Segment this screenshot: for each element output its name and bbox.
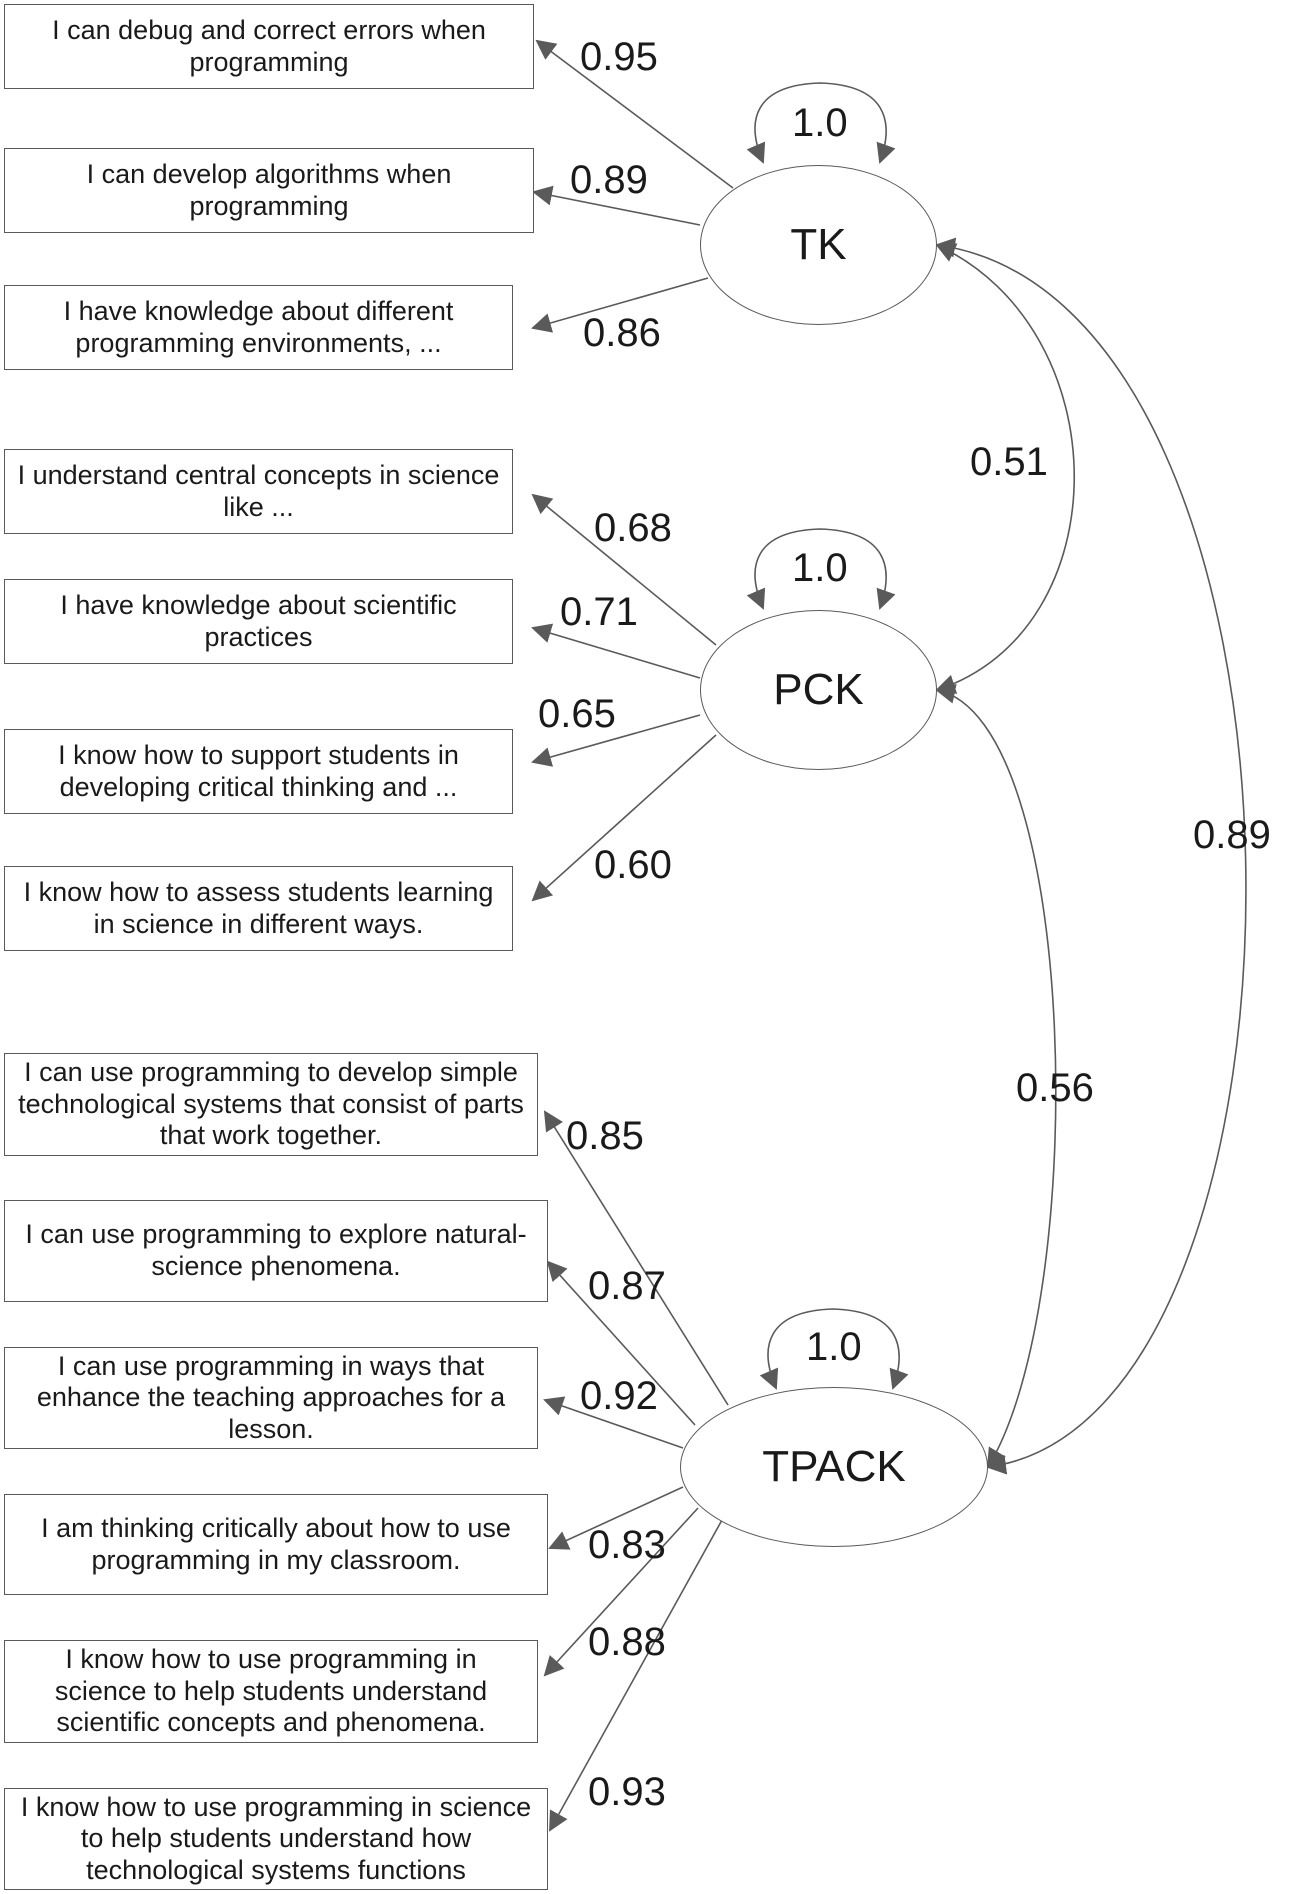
item-box-tpack-2: I can use programming to explore natural… [4, 1200, 548, 1302]
variance-label-tk: 1.0 [792, 101, 848, 145]
arrow-tpack-item-3 [543, 1396, 684, 1449]
loading-label-tpack-4: 0.83 [588, 1523, 666, 1567]
arrow-tpack-item-2 [546, 1260, 696, 1426]
correlation-label-tk-tpack: 0.89 [1193, 813, 1271, 857]
item-text: I can develop algorithms when programmin… [86, 158, 452, 221]
factor-label: TK [790, 220, 847, 269]
loading-label-pck-2: 0.71 [560, 590, 638, 634]
item-text: I am thinking critically about how to us… [41, 1512, 511, 1575]
factor-tpack: TPACK [680, 1387, 988, 1547]
correlation-label-pck-tpack: 0.56 [1016, 1066, 1094, 1110]
variance-loop-tpack [759, 1308, 909, 1390]
item-text: I have knowledge about different program… [63, 295, 454, 358]
correlation-label-tk-pck: 0.51 [970, 440, 1048, 484]
variance-label-tpack: 1.0 [806, 1325, 862, 1369]
factor-label: PCK [773, 665, 864, 714]
arrow-tk-item-1 [535, 39, 734, 189]
item-text: I know how to assess students learning i… [23, 876, 494, 939]
factor-tk: TK [700, 165, 937, 325]
item-text: I can use programming to explore natural… [25, 1219, 527, 1281]
item-text: I have knowledge about scientific practi… [60, 589, 457, 652]
loading-label-tk-1: 0.95 [580, 35, 658, 79]
item-box-tpack-3: I can use programming in ways that enhan… [4, 1347, 538, 1449]
arrow-tpack-item-4 [548, 1486, 684, 1550]
item-text: I understand central concepts in science… [17, 459, 500, 522]
item-box-tpack-1: I can use programming to develop simple … [4, 1053, 538, 1156]
item-text: I know how to use programming in science… [20, 1791, 532, 1885]
item-text: I can use programming in ways that enhan… [36, 1350, 506, 1444]
loading-label-tpack-1: 0.85 [566, 1114, 644, 1158]
item-box-tpack-6: I know how to use programming in science… [4, 1788, 548, 1890]
arrow-tpack-item-6 [549, 1519, 723, 1832]
item-text: I know how to use programming in science… [54, 1644, 488, 1738]
item-box-tpack-5: I know how to use programming in science… [4, 1640, 538, 1743]
item-box-pck-3: I know how to support students in develo… [4, 729, 513, 814]
item-box-tk-2: I can develop algorithms when programmin… [4, 148, 534, 233]
item-box-tk-1: I can debug and correct errors when prog… [4, 4, 534, 89]
item-box-pck-2: I have knowledge about scientific practi… [4, 579, 513, 664]
variance-loop-pck [746, 528, 896, 610]
item-text: I can debug and correct errors when prog… [52, 14, 486, 77]
loading-label-tpack-5: 0.88 [588, 1620, 666, 1664]
loading-label-pck-3: 0.65 [538, 692, 616, 736]
loading-label-tpack-2: 0.87 [588, 1264, 666, 1308]
variance-loop-tk [746, 82, 896, 164]
item-box-pck-4: I know how to assess students learning i… [4, 866, 513, 951]
loading-label-tpack-3: 0.92 [580, 1374, 658, 1418]
variance-label-pck: 1.0 [792, 546, 848, 590]
arrow-pck-item-4 [531, 734, 717, 902]
loading-label-pck-4: 0.60 [594, 843, 672, 887]
loading-label-tk-3: 0.86 [583, 311, 661, 355]
arrow-tk-item-2 [532, 185, 701, 226]
factor-pck: PCK [700, 610, 937, 770]
arrow-tpack-item-1 [543, 1110, 729, 1406]
arrow-tpack-item-5 [543, 1507, 699, 1677]
arrow-pck-item-2 [531, 623, 701, 679]
factor-label: TPACK [762, 1442, 906, 1491]
item-text: I know how to support students in develo… [58, 739, 459, 802]
arrow-pck-item-3 [531, 714, 701, 767]
item-box-tpack-4: I am thinking critically about how to us… [4, 1494, 548, 1595]
loading-label-tk-2: 0.89 [570, 158, 648, 202]
loading-label-pck-1: 0.68 [594, 506, 672, 550]
loading-label-tpack-6: 0.93 [588, 1770, 666, 1814]
item-box-tk-3: I have knowledge about different program… [4, 285, 513, 370]
correlation-tk-tpack [935, 237, 1247, 1475]
item-box-pck-1: I understand central concepts in science… [4, 449, 513, 534]
arrow-pck-item-1 [531, 493, 717, 646]
item-text: I can use programming to develop simple … [18, 1057, 524, 1151]
arrow-tk-item-3 [531, 277, 709, 333]
